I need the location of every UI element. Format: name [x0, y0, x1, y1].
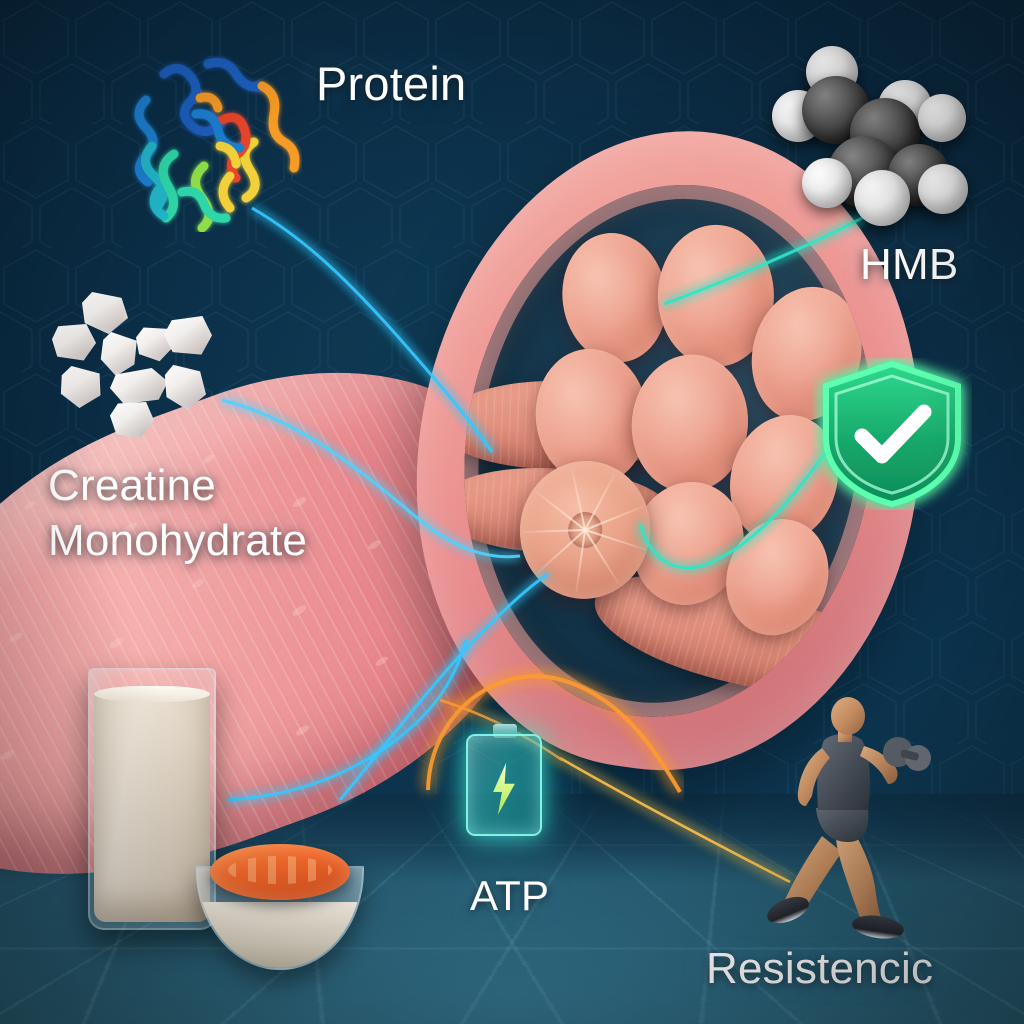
athlete-node: [756, 696, 956, 940]
protein-ribbon-icon: [134, 57, 300, 233]
glass-vessel: [88, 668, 216, 930]
shield-check-icon: [823, 360, 961, 508]
crystal-chunk: [164, 364, 206, 410]
hydrogen-atom: [918, 164, 968, 214]
crystal-chunk: [164, 316, 212, 355]
hmb-molecule-node: [772, 40, 972, 230]
hydrogen-atom: [802, 158, 852, 208]
crystal-chunk: [52, 324, 96, 361]
milk-foam: [94, 686, 210, 702]
label-hmb: HMB: [860, 240, 959, 289]
supplement-bowl-node: [196, 838, 364, 970]
label-atp: ATP: [470, 872, 550, 919]
orange-scoop: [210, 844, 350, 900]
label-creatine: Creatine Monohydrate: [48, 461, 308, 566]
atp-battery-node: [466, 724, 542, 836]
lightning-bolt-icon: [493, 762, 515, 815]
crystal-chunk: [100, 332, 137, 376]
crystal-chunk: [60, 366, 101, 408]
milk-glass-node: [88, 668, 216, 930]
label-protein: Protein: [316, 57, 467, 110]
crystal-chunk: [110, 402, 154, 439]
crystal-chunk: [110, 368, 168, 404]
white-powder: [200, 902, 360, 968]
hydrogen-atom: [918, 94, 966, 142]
milk-liquid: [94, 692, 210, 922]
protein-structure-node: [112, 42, 302, 233]
athlete-dumbbell-icon: [767, 697, 931, 939]
crystal-chunk: [82, 292, 128, 334]
protection-shield-node: [812, 358, 972, 510]
battery-body: [466, 734, 542, 836]
label-resistence: Resistencic: [706, 944, 934, 993]
hydrogen-atom: [854, 170, 910, 226]
creatine-crystals-node: [52, 288, 227, 443]
